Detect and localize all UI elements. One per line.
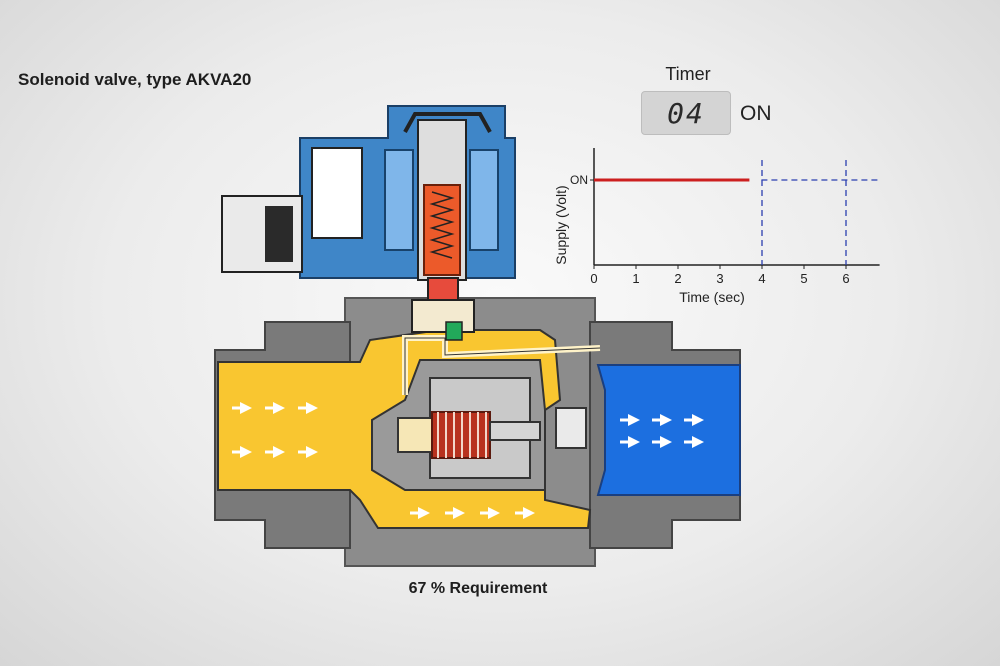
chart-xlabel: Time (sec) xyxy=(679,289,745,305)
x-tick-label: 3 xyxy=(716,271,723,286)
outlet-flow-arrows xyxy=(620,414,704,448)
x-tick-label: 6 xyxy=(842,271,849,286)
pilot-stem xyxy=(411,299,475,333)
outlet-seat xyxy=(555,407,587,449)
spring-bolt xyxy=(489,421,541,441)
x-tick-label: 1 xyxy=(632,271,639,286)
x-tick-label: 4 xyxy=(758,271,765,286)
outlet-fluid xyxy=(596,364,741,496)
coil-windings xyxy=(384,149,499,251)
x-tick-label: 2 xyxy=(674,271,681,286)
pilot-seal xyxy=(445,321,463,341)
timer-display: 04 xyxy=(641,91,731,135)
chart-ylabel: Supply (Volt) xyxy=(553,185,569,264)
x-tick-label: 5 xyxy=(800,271,807,286)
y-tick-label: ON xyxy=(570,173,588,187)
coil-terminal-box xyxy=(311,147,363,239)
requirement-caption: 67 % Requirement xyxy=(408,580,548,597)
x-tick-label: 0 xyxy=(590,271,597,286)
armature-spring xyxy=(429,191,455,259)
main-spring xyxy=(431,411,491,459)
inlet-flow-arrows xyxy=(232,402,535,519)
diagram-title: Solenoid valve, type AKVA20 xyxy=(18,70,252,89)
timer-value: 04 xyxy=(667,96,705,130)
timer-state: ON xyxy=(740,102,772,125)
lifting-hook xyxy=(403,112,492,133)
timer-label: Timer xyxy=(665,64,711,84)
armature xyxy=(423,184,461,276)
